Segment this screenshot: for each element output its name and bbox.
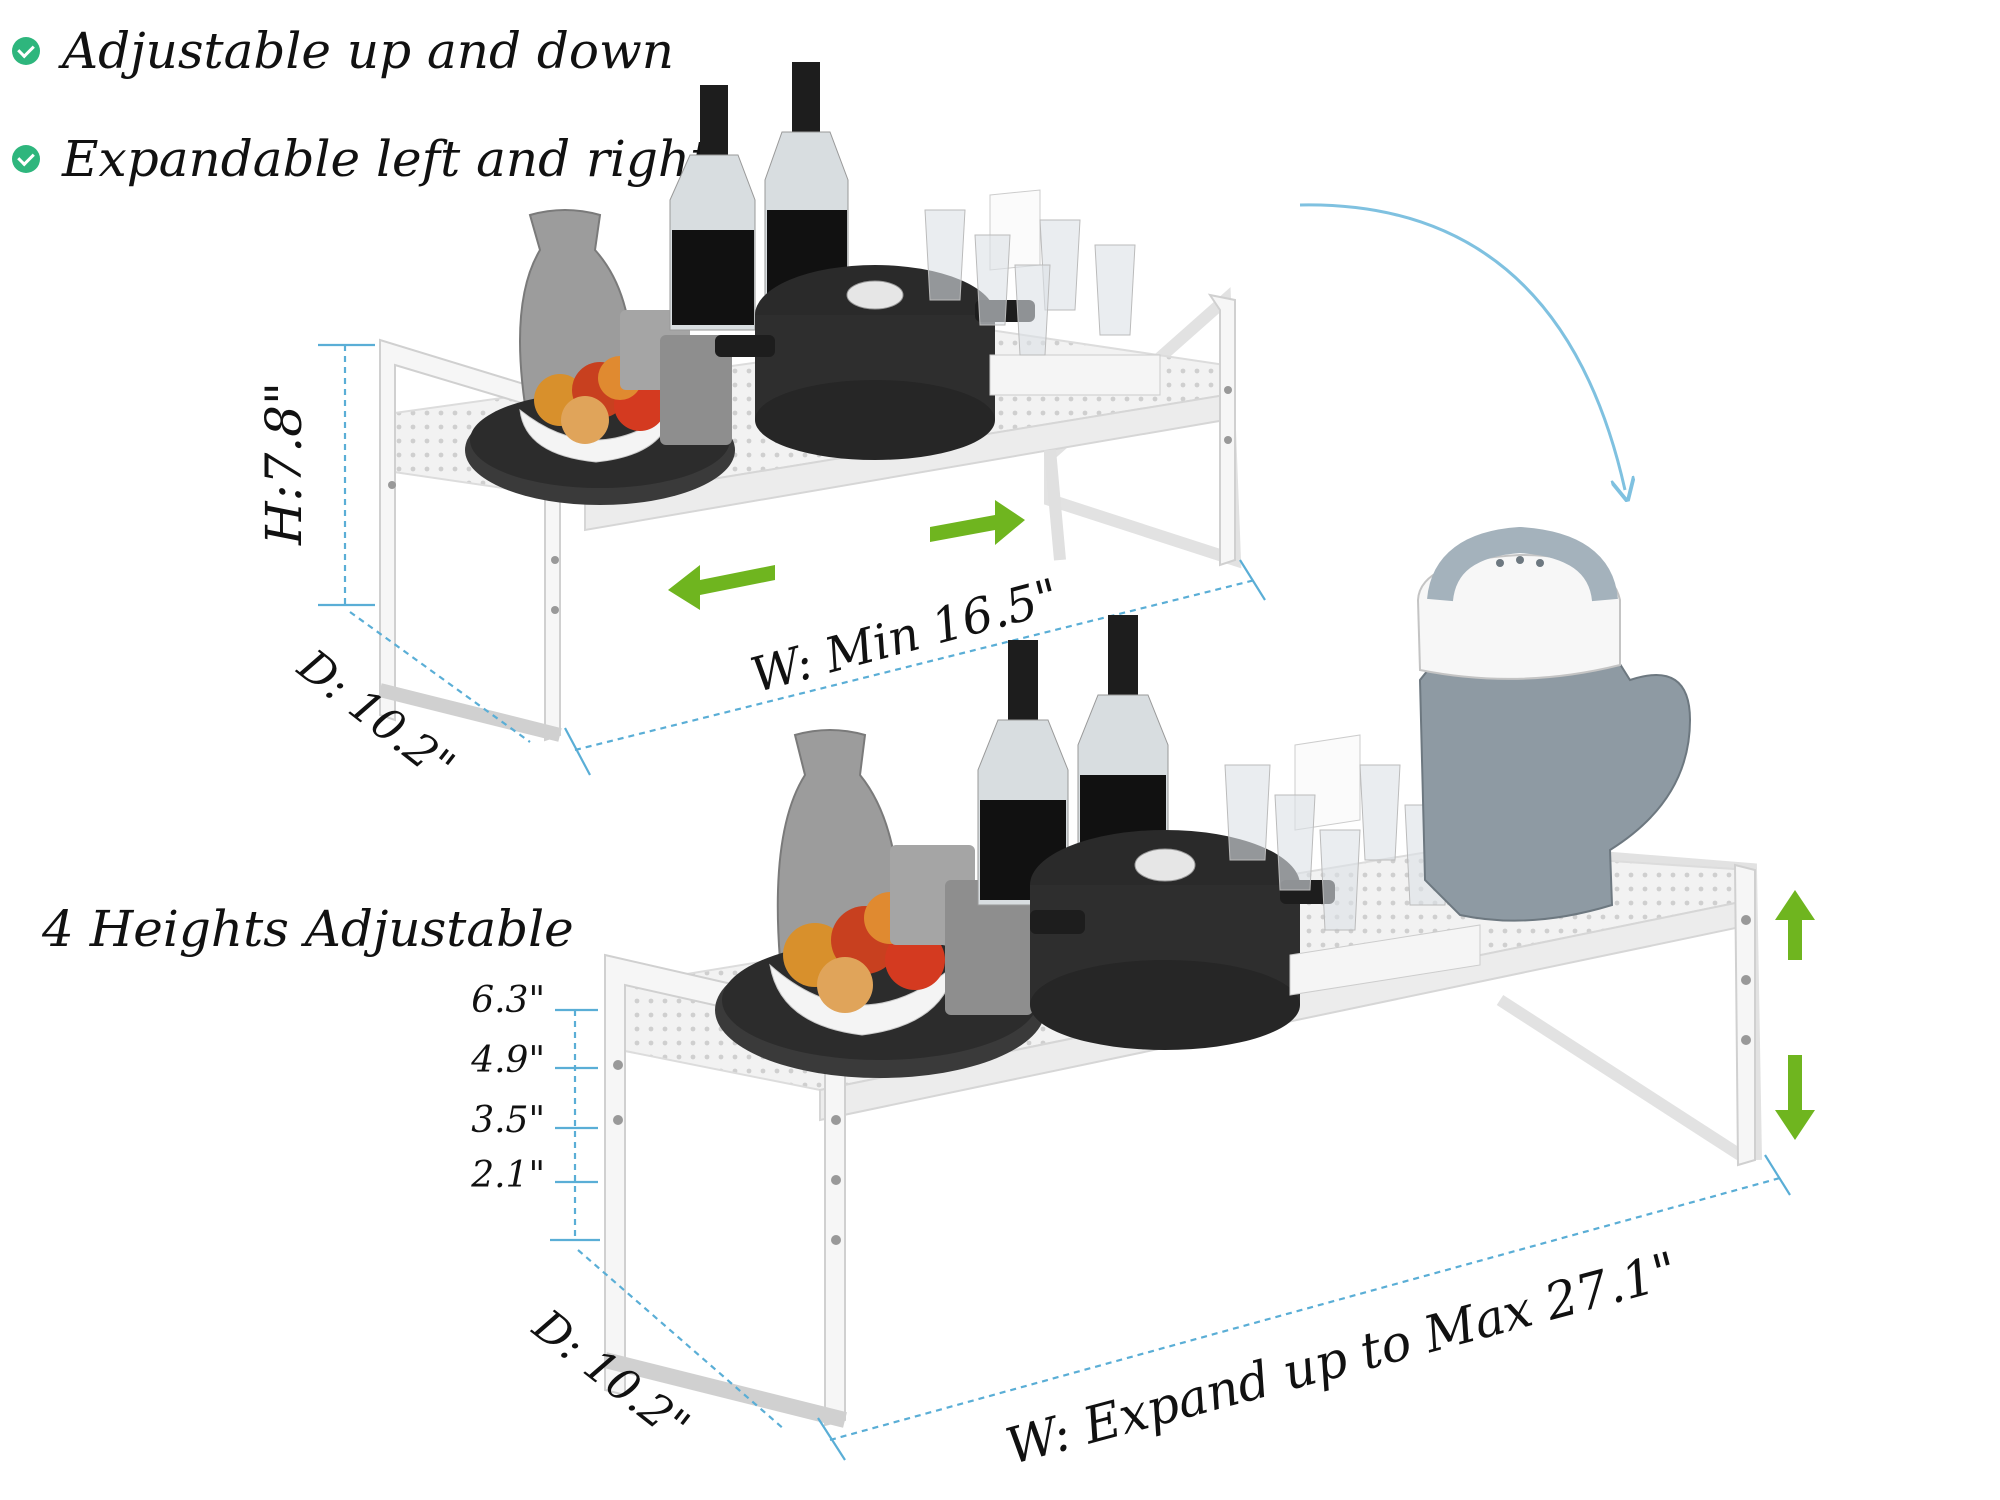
feature-text: Expandable left and right xyxy=(62,130,711,188)
top-shelf xyxy=(318,62,1625,776)
height-option: 3.5" xyxy=(471,1100,545,1141)
up-down-arrows-icon xyxy=(1775,890,1815,1140)
dimension-lines xyxy=(318,343,1266,776)
heights-title: 4 Heights Adjustable xyxy=(42,900,574,958)
bottom-shelf xyxy=(550,526,1815,1461)
height-option: 2.1" xyxy=(471,1155,545,1196)
top-height-label: H:7.8" xyxy=(255,382,313,545)
height-ruler xyxy=(550,1008,600,1242)
check-circle-icon xyxy=(12,145,40,173)
dimension-lines xyxy=(577,1154,1791,1461)
feature-text: Adjustable up and down xyxy=(62,22,674,80)
height-option: 6.3" xyxy=(471,980,545,1021)
height-option: 4.9" xyxy=(471,1040,545,1081)
expand-arrows-icon xyxy=(668,500,1025,610)
feature-adjustable: Adjustable up and down xyxy=(12,22,674,80)
check-circle-icon xyxy=(12,37,40,65)
feature-expandable: Expandable left and right xyxy=(12,130,710,188)
